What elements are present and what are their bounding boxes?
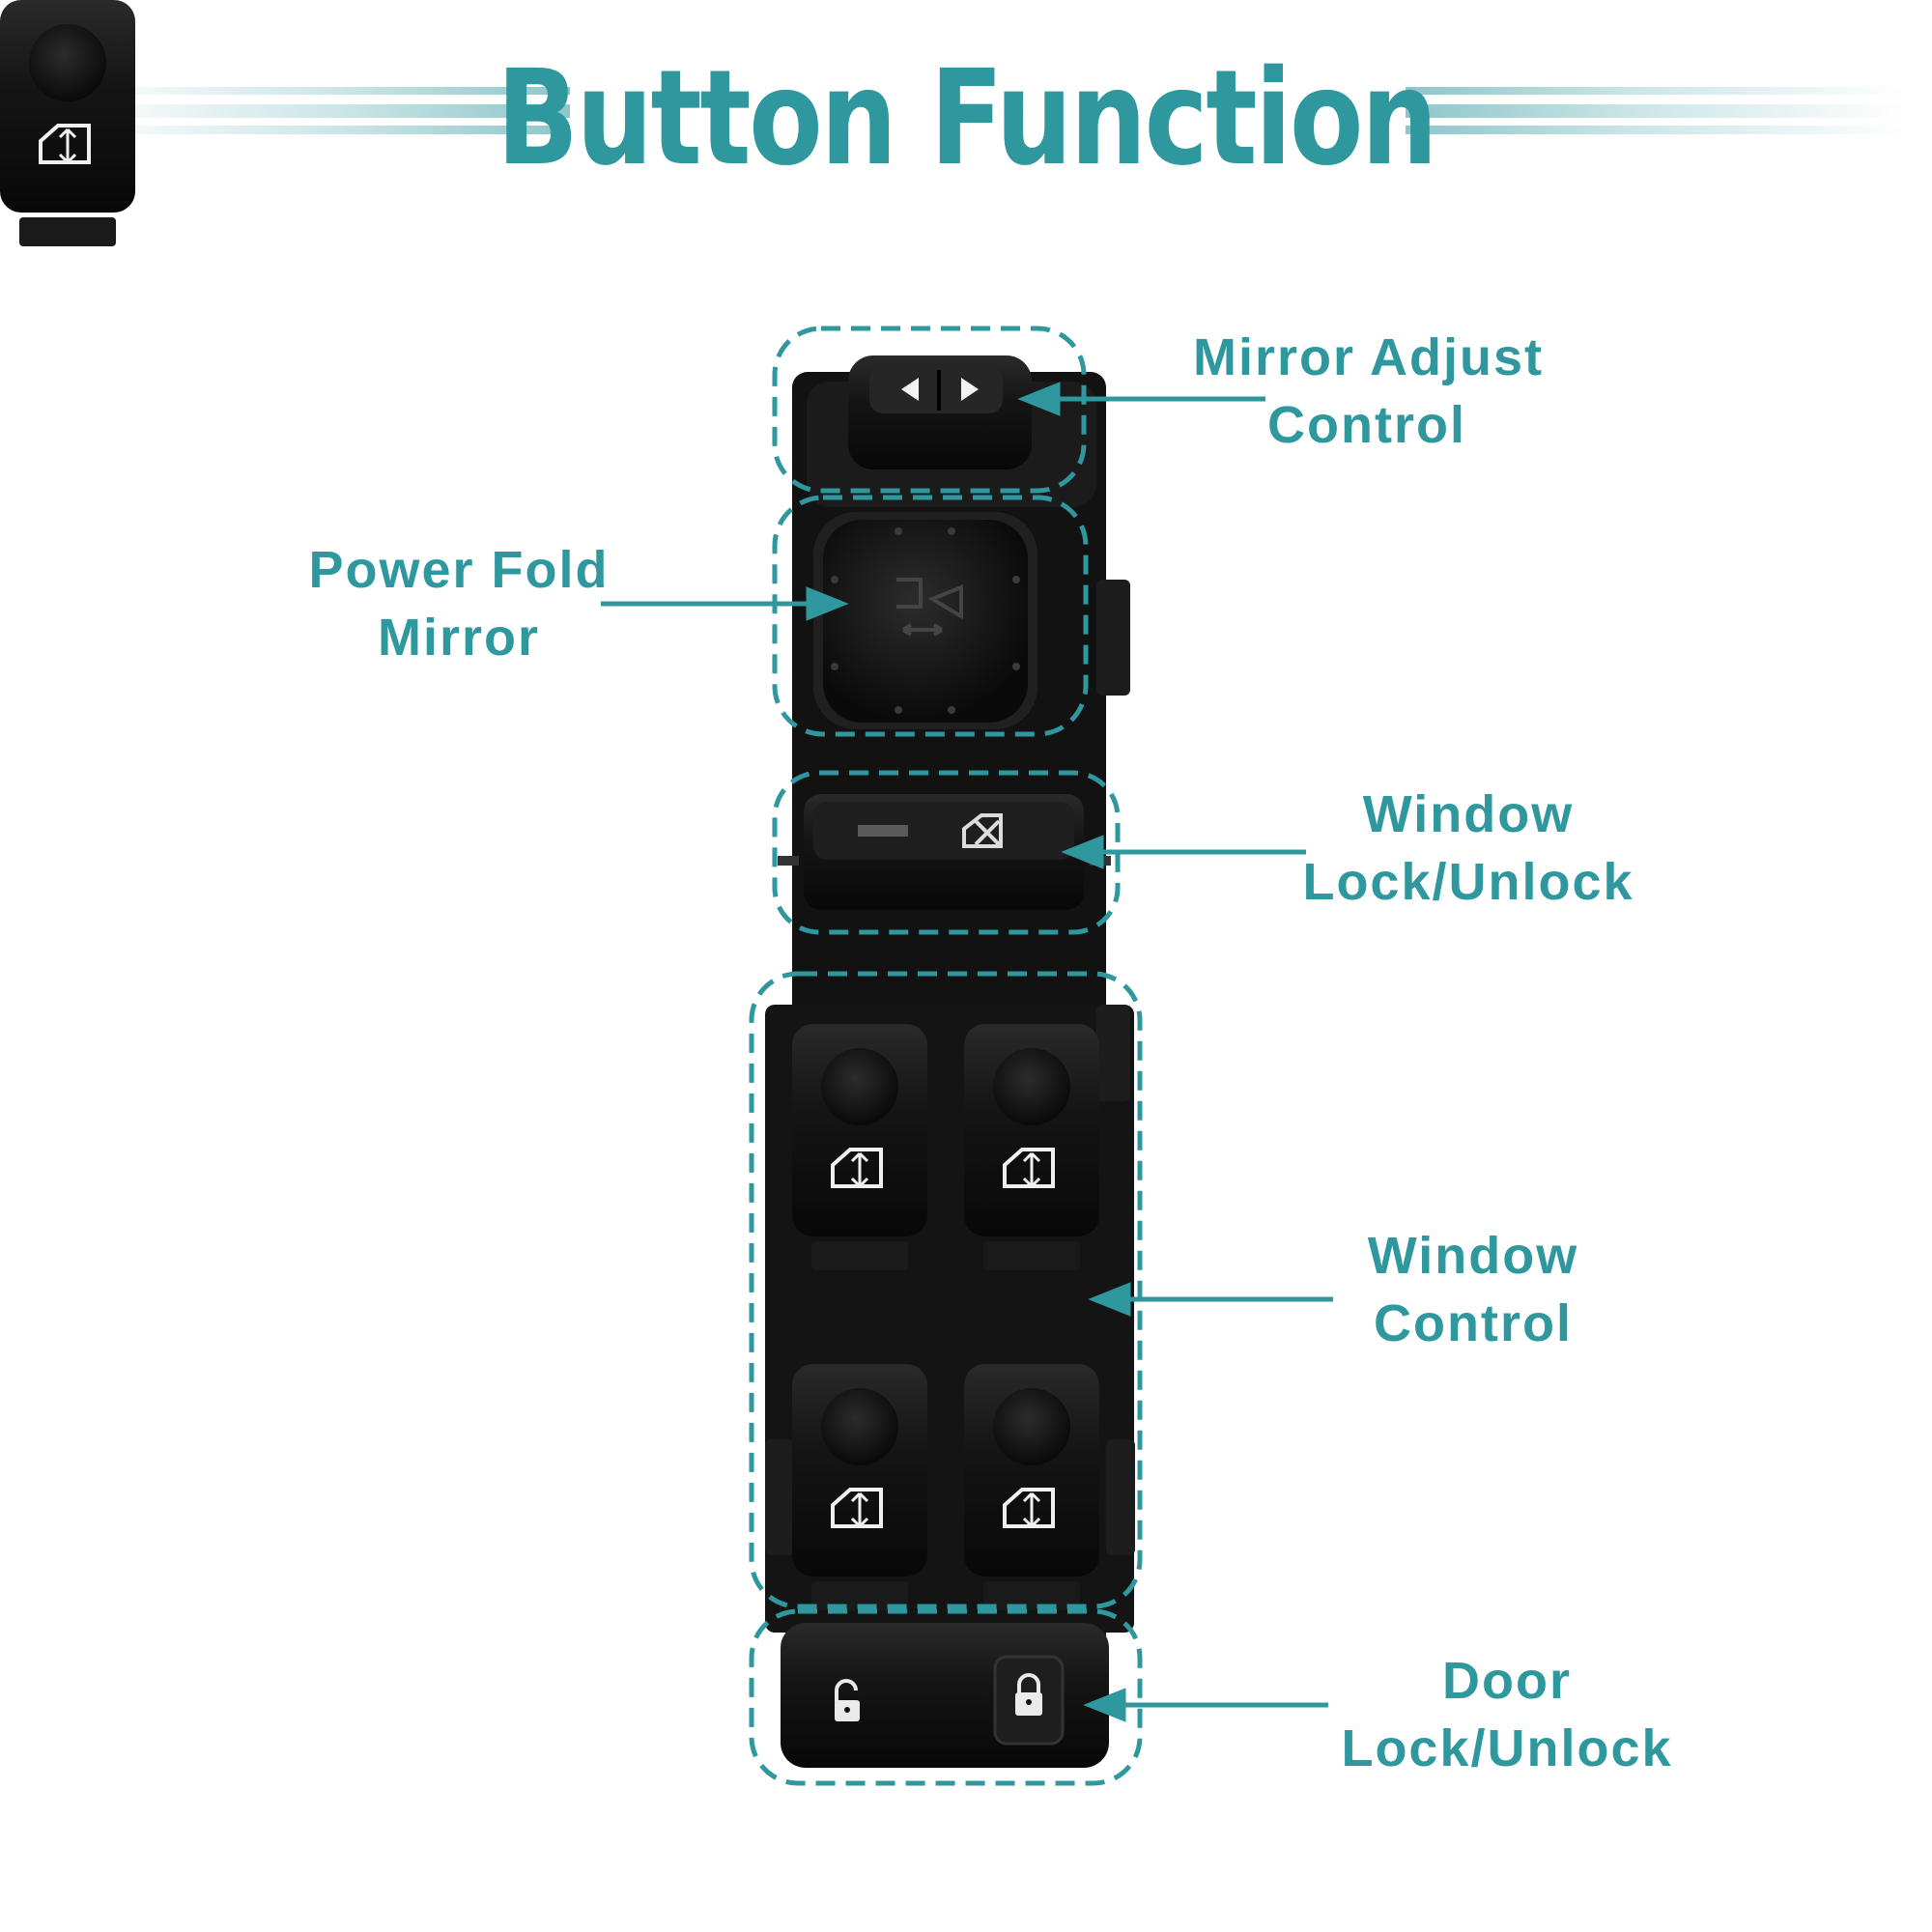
highlight-power-fold xyxy=(772,495,1089,737)
highlight-window-control xyxy=(749,971,1143,1609)
label-window-control: Window Control xyxy=(1323,1222,1623,1357)
power-fold-mirror-button[interactable] xyxy=(813,512,1037,729)
label-line: Mirror xyxy=(377,609,540,667)
door-lock-button[interactable] xyxy=(781,1623,1109,1768)
label-power-fold: Power Fold Mirror xyxy=(285,536,633,671)
highlight-window-lock xyxy=(772,770,1121,935)
window-lock-button[interactable] xyxy=(778,794,1111,910)
callout-arrows xyxy=(601,382,1333,1722)
mirror-fold-icon xyxy=(896,578,963,637)
label-line: Power Fold xyxy=(308,541,610,599)
window-button-rear-right[interactable] xyxy=(962,1362,1101,1612)
label-line: Lock/Unlock xyxy=(1341,1719,1673,1777)
label-line: Window xyxy=(1362,785,1575,843)
window-control-buttons xyxy=(0,0,135,246)
label-line: Mirror Adjust xyxy=(1193,328,1544,386)
unlock-icon xyxy=(835,1679,860,1721)
highlight-regions xyxy=(749,326,1143,1786)
window-up-down-icon xyxy=(39,124,91,164)
title-decoration-left xyxy=(68,87,570,135)
page-title: Button Function xyxy=(496,43,1437,195)
left-arrow-icon xyxy=(901,378,919,401)
window-lockout-icon xyxy=(962,813,1003,848)
mirror-adjust-button[interactable] xyxy=(848,355,1032,469)
title-decoration-right xyxy=(1406,87,1908,135)
label-line: Control xyxy=(1374,1294,1573,1352)
lock-icon xyxy=(1015,1673,1042,1716)
highlight-mirror-adjust xyxy=(772,326,1087,494)
label-window-lock: Window Lock/Unlock xyxy=(1285,781,1652,916)
label-line: Window xyxy=(1367,1227,1579,1285)
window-button-front-left[interactable] xyxy=(790,1022,929,1272)
label-mirror-adjust: Mirror Adjust Control xyxy=(1193,324,1544,459)
label-line: Lock/Unlock xyxy=(1302,853,1634,911)
label-line: Control xyxy=(1267,396,1466,454)
window-button-front-right[interactable] xyxy=(962,1022,1101,1272)
label-door-lock: Door Lock/Unlock xyxy=(1323,1647,1690,1782)
lock-indicator xyxy=(858,825,908,837)
right-arrow-icon xyxy=(961,378,979,401)
window-button-rear-left[interactable] xyxy=(790,1362,929,1612)
highlight-door-lock xyxy=(749,1608,1143,1786)
label-line: Door xyxy=(1442,1652,1572,1710)
